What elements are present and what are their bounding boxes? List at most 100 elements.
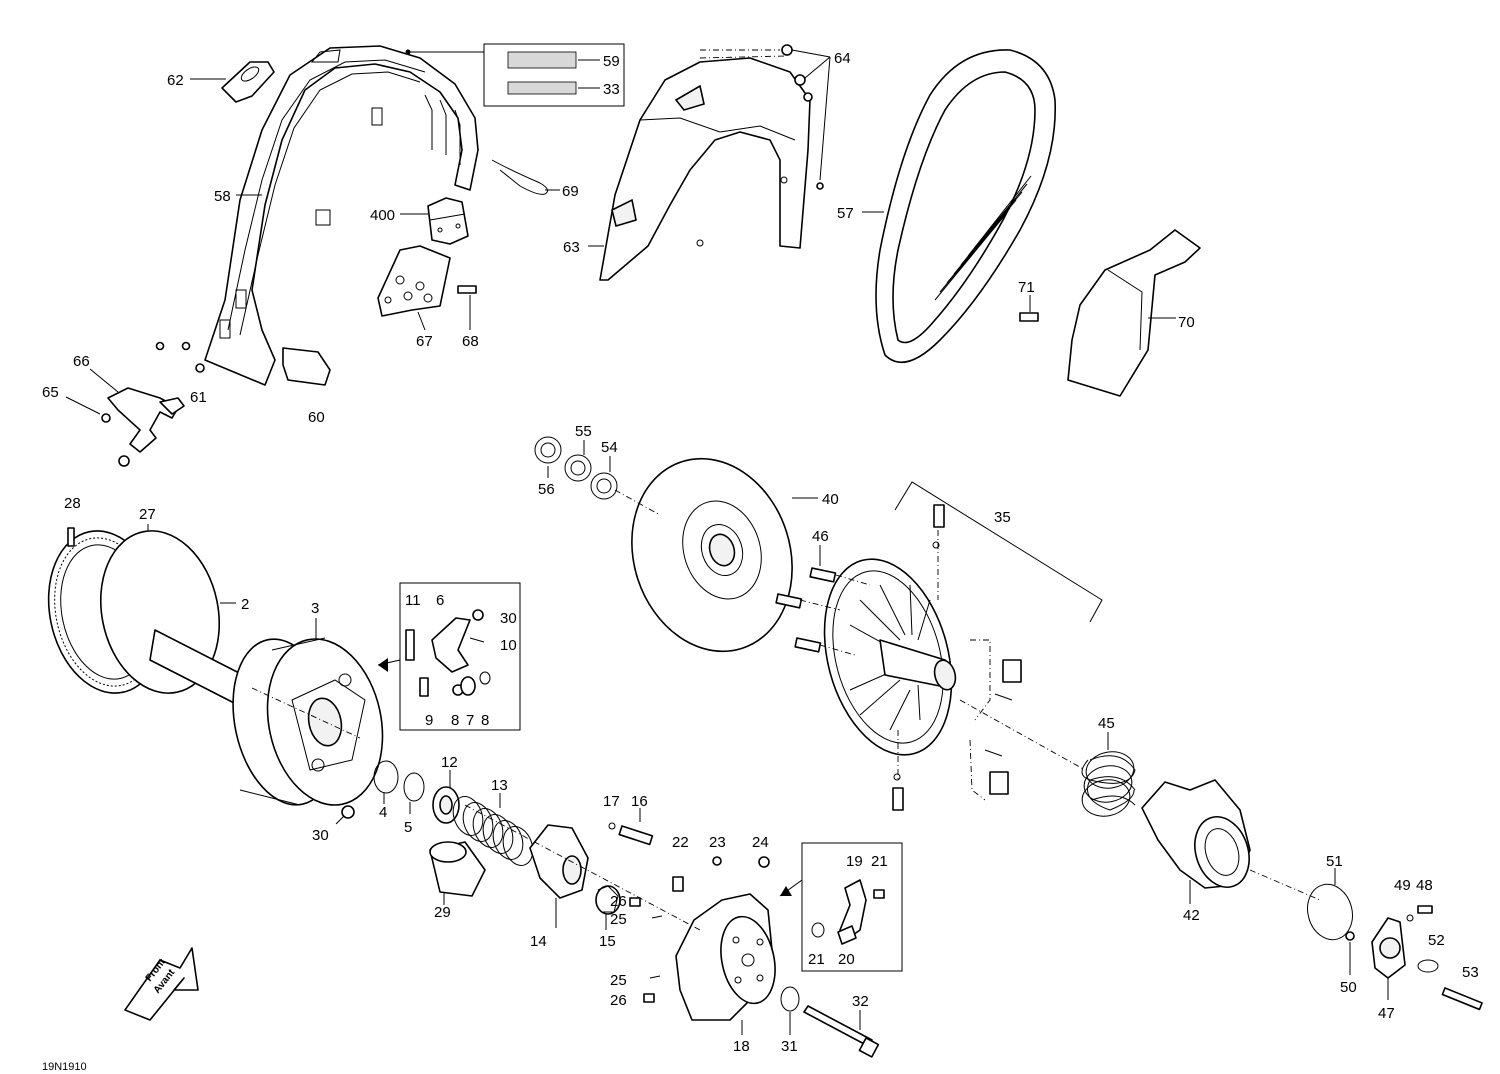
- label-26-bottom: 26: [610, 992, 627, 1009]
- label-24: 24: [752, 834, 769, 851]
- label-62: 62: [167, 72, 184, 89]
- part-61-nuts: [155, 341, 205, 373]
- label-22: 22: [672, 834, 689, 851]
- label-2: 2: [241, 596, 249, 613]
- detail-box-weight: [779, 842, 903, 972]
- label-52: 52: [1428, 932, 1445, 949]
- label-60: 60: [308, 409, 325, 426]
- label-64: 64: [834, 50, 851, 67]
- label-71: 71: [1018, 279, 1035, 296]
- label-49: 49: [1394, 877, 1411, 894]
- label-5: 5: [404, 819, 412, 836]
- label-42: 42: [1183, 907, 1200, 924]
- part-66-bracket: [65, 368, 185, 467]
- label-20: 20: [838, 951, 855, 968]
- label-45: 45: [1098, 715, 1115, 732]
- label-65: 65: [42, 384, 59, 401]
- label-66: 66: [73, 353, 90, 370]
- part-68-bolt: [457, 285, 477, 330]
- part-18-governor-cup: [672, 856, 776, 1035]
- label-59: 59: [603, 53, 620, 70]
- label-8-right: 8: [481, 712, 489, 729]
- label-25-top: 25: [610, 911, 627, 928]
- part-14-spider: [529, 824, 589, 928]
- part-45-spring: [959, 699, 1136, 817]
- label-70: 70: [1178, 314, 1195, 331]
- part-69-pin: [491, 159, 560, 195]
- label-47: 47: [1378, 1005, 1395, 1022]
- callout-labels: 62 59 33 64 58 69 400 63 57 71 70 67 68 …: [42, 50, 1479, 1073]
- label-14: 14: [530, 933, 547, 950]
- part-71-screw: [1019, 295, 1039, 322]
- label-17: 17: [603, 793, 620, 810]
- label-12: 12: [441, 754, 458, 771]
- label-33: 33: [603, 81, 620, 98]
- label-6: 6: [436, 592, 444, 609]
- label-28: 28: [64, 495, 81, 512]
- decal-box: [405, 43, 625, 107]
- label-30-top: 30: [500, 610, 517, 627]
- part-13-spring: [452, 793, 534, 866]
- part-63-outer-cover: [588, 57, 811, 281]
- part-56-55-54-shims: [534, 436, 618, 500]
- label-19: 19: [846, 853, 863, 870]
- label-55: 55: [575, 423, 592, 440]
- part-58-belt-guard: [204, 45, 479, 386]
- label-54: 54: [601, 439, 618, 456]
- part-32-long-bolt: [803, 1005, 880, 1058]
- part-47-cap: [1345, 905, 1483, 1011]
- front-arrow: [124, 947, 199, 1021]
- label-58: 58: [214, 188, 231, 205]
- part-57-drive-belt: [862, 49, 1057, 364]
- label-61: 61: [190, 389, 207, 406]
- part-31-washer: [780, 986, 800, 1035]
- part-29-bushing: [429, 841, 486, 905]
- part-15-bushing: [595, 885, 621, 930]
- part-67-plate: [377, 245, 451, 331]
- label-21-top: 21: [871, 853, 888, 870]
- label-32: 32: [852, 993, 869, 1010]
- label-67: 67: [416, 333, 433, 350]
- detail-box-arm: [377, 582, 521, 731]
- label-69: 69: [562, 183, 579, 200]
- part-64-fasteners: [699, 44, 831, 190]
- label-30-bottom: 30: [312, 827, 329, 844]
- label-31: 31: [781, 1038, 798, 1055]
- part-30-bolt-bottom: [335, 805, 355, 825]
- label-16: 16: [631, 793, 648, 810]
- part-3-movable-sheave: [232, 618, 384, 806]
- label-50: 50: [1340, 979, 1357, 996]
- label-7: 7: [466, 712, 474, 729]
- label-51: 51: [1326, 853, 1343, 870]
- label-4: 4: [379, 804, 387, 821]
- diagram-code: 19N1910: [42, 1061, 87, 1073]
- label-400: 400: [370, 207, 395, 224]
- label-23: 23: [709, 834, 726, 851]
- label-27: 27: [139, 506, 156, 523]
- drive-centerline: [251, 687, 701, 931]
- part-35-fixed-sheave: [823, 481, 1103, 811]
- label-18: 18: [733, 1038, 750, 1055]
- label-9: 9: [425, 712, 433, 729]
- part-46-bolts: [775, 545, 871, 656]
- label-15: 15: [599, 933, 616, 950]
- label-10: 10: [500, 637, 517, 654]
- part-42-cam: [1141, 779, 1321, 904]
- label-46: 46: [812, 528, 829, 545]
- label-13: 13: [491, 777, 508, 794]
- label-29: 29: [434, 904, 451, 921]
- label-40: 40: [822, 491, 839, 508]
- part-25-26-pins: [629, 897, 663, 1003]
- part-62-clip: [190, 61, 275, 103]
- part-16-17-bolt: [608, 808, 654, 846]
- part-70-deflector: [1067, 229, 1201, 397]
- label-63: 63: [563, 239, 580, 256]
- label-8-left: 8: [451, 712, 459, 729]
- label-21-bottom: 21: [808, 951, 825, 968]
- part-40-sheave: [614, 457, 818, 653]
- label-68: 68: [462, 333, 479, 350]
- label-53: 53: [1462, 964, 1479, 981]
- label-26-top: 26: [610, 893, 627, 910]
- part-4-5-12-rings: [373, 760, 460, 824]
